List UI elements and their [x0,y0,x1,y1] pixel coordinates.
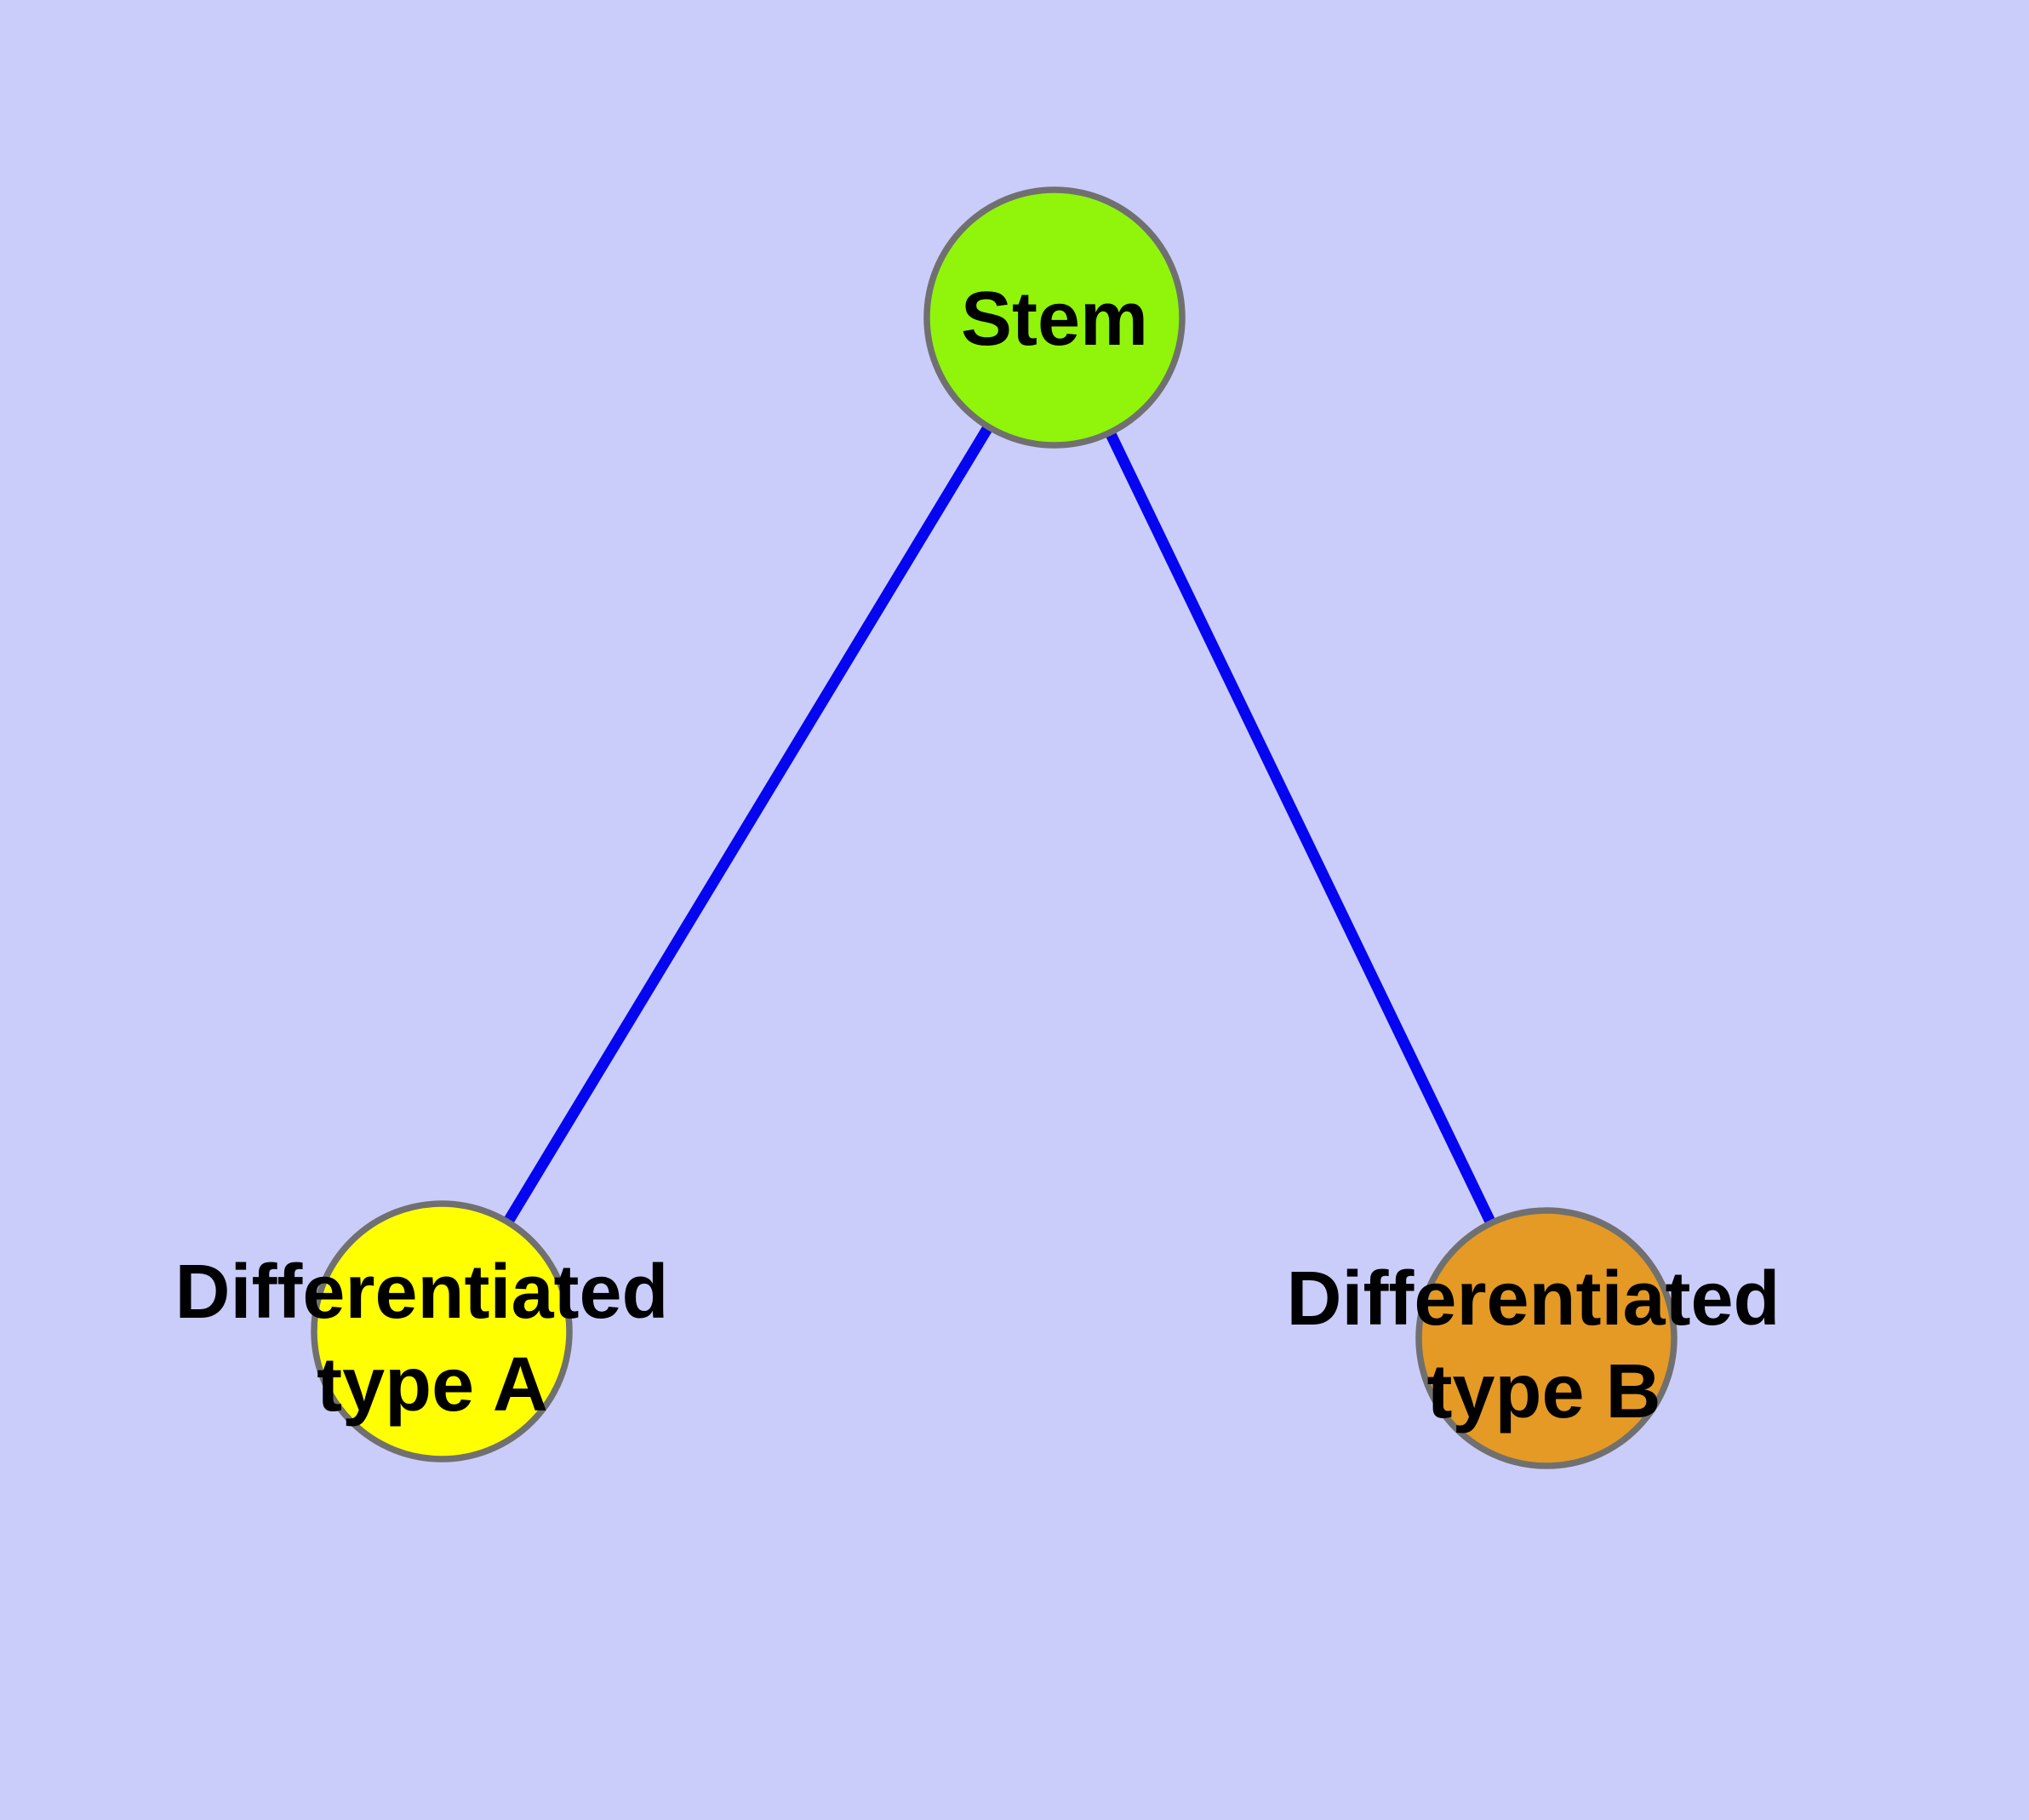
node-type-a-label: Differentiated type A [174,1250,689,1428]
node-type-b-label-line1: Differentiated [1286,1256,1780,1342]
node-stem-circle [923,186,1186,449]
node-type-b-label: Differentiated type B [1286,1256,1801,1434]
edge-stem-to-type-a [437,314,1060,1335]
node-stem[interactable]: Stem [923,186,1186,449]
node-stem-label: Stem [961,277,1148,362]
node-type-b-label-line2: type B [1426,1349,1660,1434]
edge-stem-to-type-b [1049,315,1552,1341]
node-differentiated-type-a[interactable]: Differentiated type A [174,1200,689,1462]
node-type-a-label-line1: Differentiated [174,1250,668,1335]
node-type-b-circle [1415,1207,1677,1469]
node-type-a-circle [311,1200,573,1462]
node-differentiated-type-b[interactable]: Differentiated type B [1286,1207,1801,1469]
node-type-a-label-line2: type A [317,1342,548,1428]
